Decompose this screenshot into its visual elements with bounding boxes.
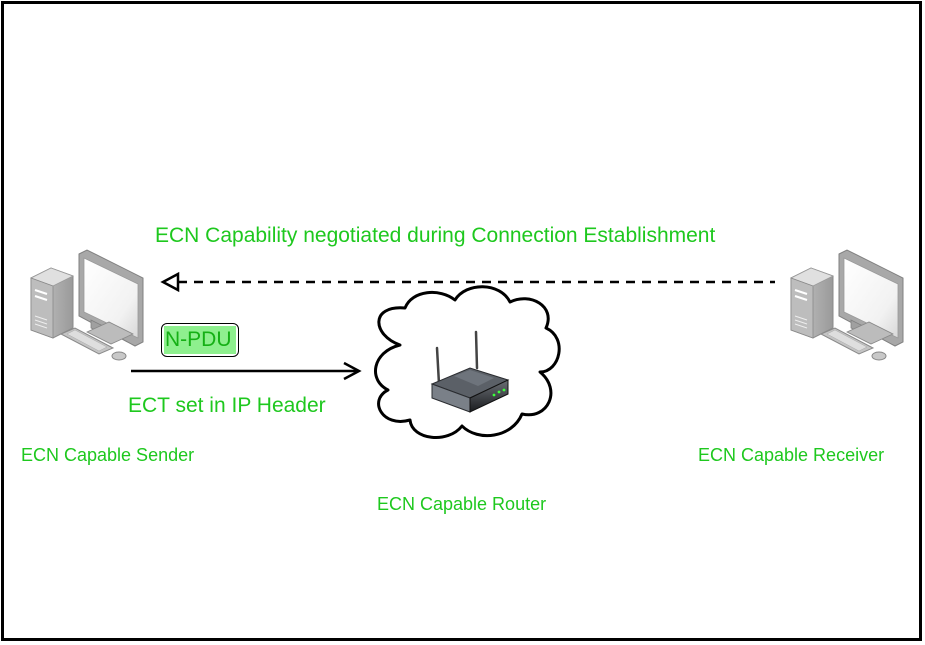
ect-label: ECT set in IP Header [128,394,326,417]
open-triangle-arrowhead [160,271,180,293]
router-cloud [374,285,561,439]
router-label: ECN Capable Router [377,494,547,514]
sender-computer-icon [30,249,144,361]
sender-label: ECN Capable Sender [21,445,195,465]
arrowhead [343,361,362,381]
n-pdu-packet: N-PDU [161,323,239,357]
ect-arrow [131,361,362,381]
negotiation-label: ECN Capability negotiated during Connect… [155,224,716,247]
negotiation-arrow [160,271,775,293]
wireless-router-icon [430,330,510,413]
receiver-computer-icon [790,249,904,361]
receiver-label: ECN Capable Receiver [698,445,885,465]
n-pdu-label: N-PDU [164,326,236,354]
